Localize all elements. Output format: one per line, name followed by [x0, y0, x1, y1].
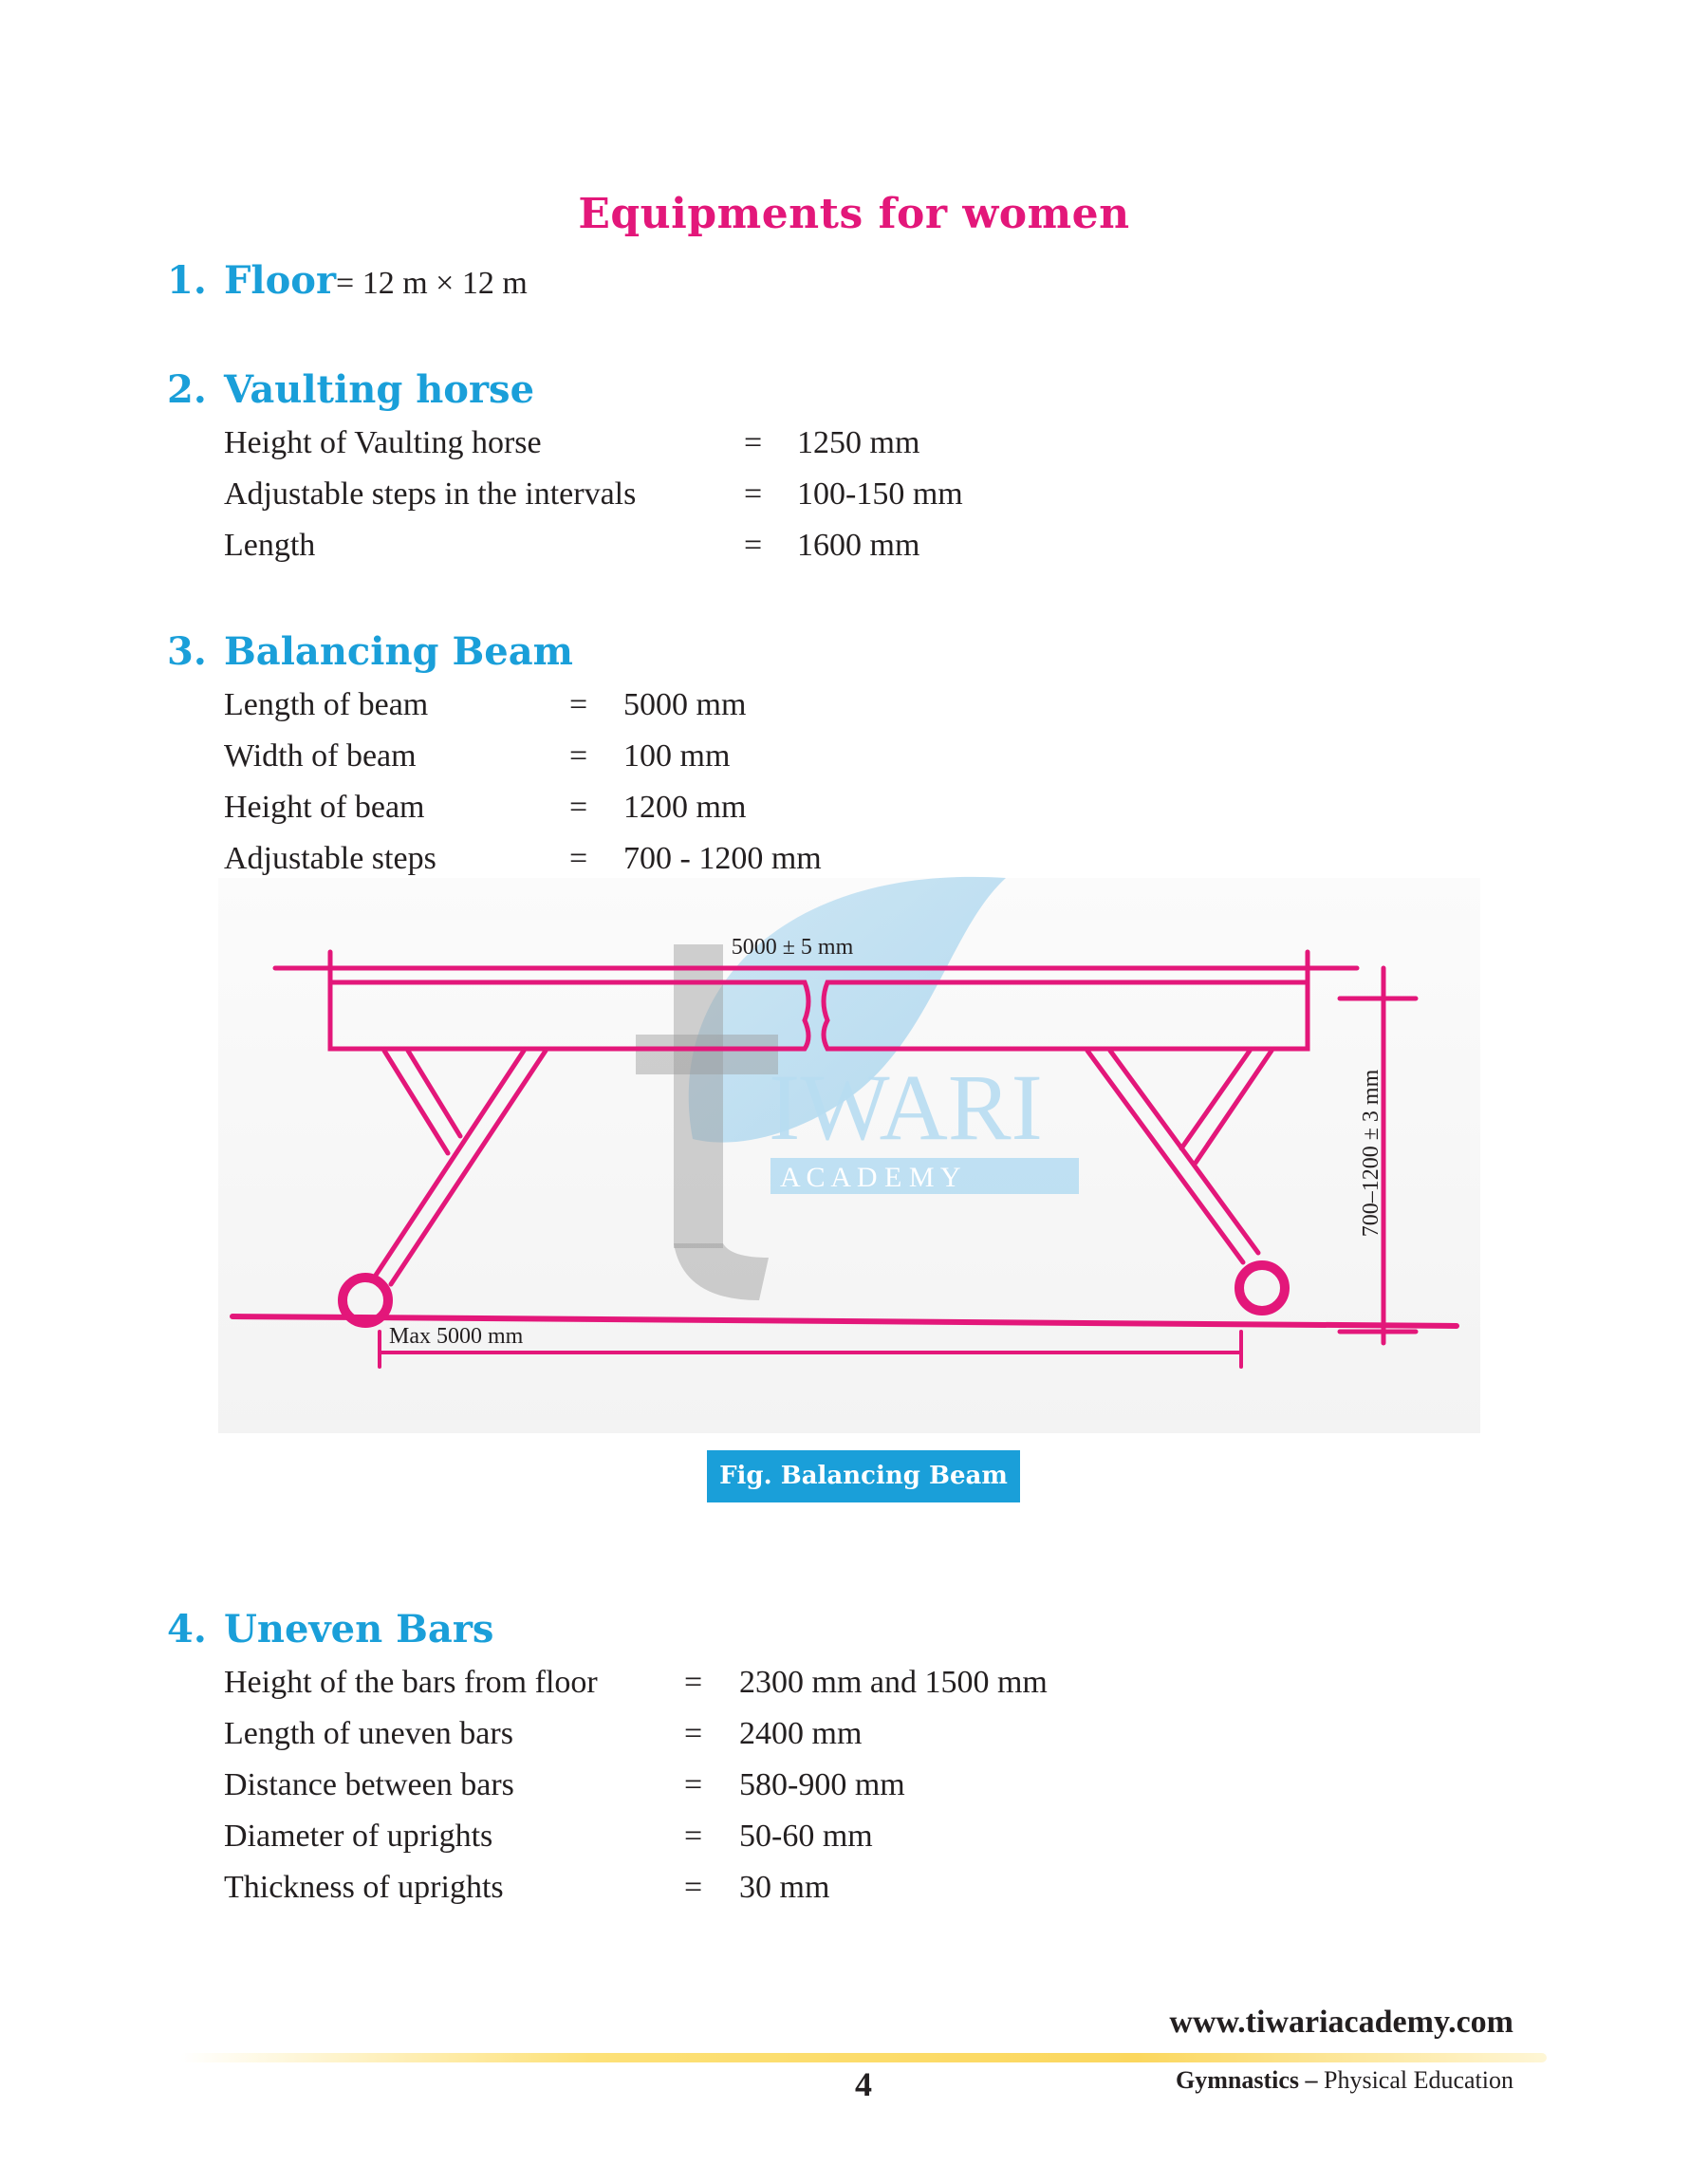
spec-value: 1200 mm: [623, 790, 747, 825]
beam-right-segment: [821, 980, 1310, 1052]
spec-value: 2400 mm: [739, 1716, 863, 1751]
spec-label: Length: [224, 528, 316, 563]
left-wheel: [338, 1273, 393, 1328]
section-title: Floor: [224, 258, 337, 303]
beam-left-segment: [327, 980, 811, 1052]
spec-equals: =: [569, 841, 588, 876]
spec-equals: =: [744, 425, 763, 460]
spec-value: 700 - 1200 mm: [623, 841, 822, 876]
spec-equals: =: [684, 1819, 703, 1854]
spec-equals: =: [744, 528, 763, 563]
section-floor-heading: 1. Floor= 12 m × 12 m: [167, 258, 528, 303]
floor-size-value: = 12 m × 12 m: [336, 266, 528, 301]
spec-label: Distance between bars: [224, 1767, 514, 1802]
spec-equals: =: [684, 1716, 703, 1751]
spec-label: Thickness of uprights: [224, 1870, 504, 1905]
spec-label: Adjustable steps in the intervals: [224, 476, 637, 512]
spec-value: 2300 mm and 1500 mm: [739, 1665, 1048, 1700]
section-vaulting-horse-heading: 2. Vaulting horse: [167, 367, 534, 412]
section-title: Balancing Beam: [224, 629, 573, 674]
section-uneven-bars-heading: 4. Uneven Bars: [167, 1607, 493, 1651]
floor-line: [230, 1314, 1459, 1329]
spec-label: Height of beam: [224, 790, 425, 825]
footer-separator: –: [1305, 2066, 1318, 2094]
footer-website-link[interactable]: www.tiwariacademy.com: [1169, 2005, 1513, 2040]
section-number: 4.: [167, 1607, 207, 1651]
section-balancing-beam-heading: 3. Balancing Beam: [167, 629, 573, 674]
spec-equals: =: [569, 738, 588, 774]
footer-divider: [180, 2053, 1547, 2062]
spec-value: 1250 mm: [797, 425, 920, 460]
section-number: 3.: [167, 629, 207, 674]
bottom-dimension-label: Max 5000 mm: [389, 1324, 524, 1349]
top-dimension-label: 5000 ± 5 mm: [732, 935, 854, 960]
spec-equals: =: [684, 1665, 703, 1700]
spec-equals: =: [684, 1870, 703, 1905]
spec-value: 100-150 mm: [797, 476, 963, 512]
balancing-beam-diagram: 5000 ± 5 mm 700–1200 ± 3 mm Max 5000 mm: [230, 935, 1459, 1369]
section-number: 2.: [167, 367, 207, 412]
spec-label: Length of uneven bars: [224, 1716, 513, 1751]
spec-value: 580-900 mm: [739, 1767, 905, 1802]
left-leg-frame: [372, 1048, 548, 1287]
spec-value: 100 mm: [623, 738, 731, 774]
section-title: Uneven Bars: [224, 1607, 494, 1651]
section-title: Vaulting horse: [224, 367, 535, 412]
page-title: Equipments for women: [578, 190, 1130, 238]
spec-label: Height of the bars from floor: [224, 1665, 598, 1700]
spec-label: Height of Vaulting horse: [224, 425, 542, 460]
spec-value: 5000 mm: [623, 687, 747, 722]
spec-label: Length of beam: [224, 687, 429, 722]
spec-value: 30 mm: [739, 1870, 830, 1905]
spec-equals: =: [684, 1767, 703, 1802]
spec-value: 50-60 mm: [739, 1819, 873, 1854]
spec-equals: =: [569, 687, 588, 722]
spec-value: 1600 mm: [797, 528, 920, 563]
right-wheel: [1235, 1260, 1290, 1315]
footer-subject: Gymnastics – Physical Education: [1176, 2066, 1513, 2095]
footer-book: Physical Education: [1323, 2066, 1513, 2094]
spec-label: Diameter of uprights: [224, 1819, 493, 1854]
footer-chapter: Gymnastics: [1175, 2066, 1299, 2094]
section-number: 1.: [167, 258, 207, 303]
page-number: 4: [855, 2065, 872, 2103]
spec-label: Adjustable steps: [224, 841, 436, 876]
spec-equals: =: [744, 476, 763, 512]
spec-equals: =: [569, 790, 588, 825]
figure-caption: Fig. Balancing Beam: [707, 1450, 1020, 1502]
spec-label: Width of beam: [224, 738, 417, 774]
right-leg-frame: [1085, 1048, 1274, 1265]
side-dimension-label: 700–1200 ± 3 mm: [1359, 1069, 1383, 1237]
